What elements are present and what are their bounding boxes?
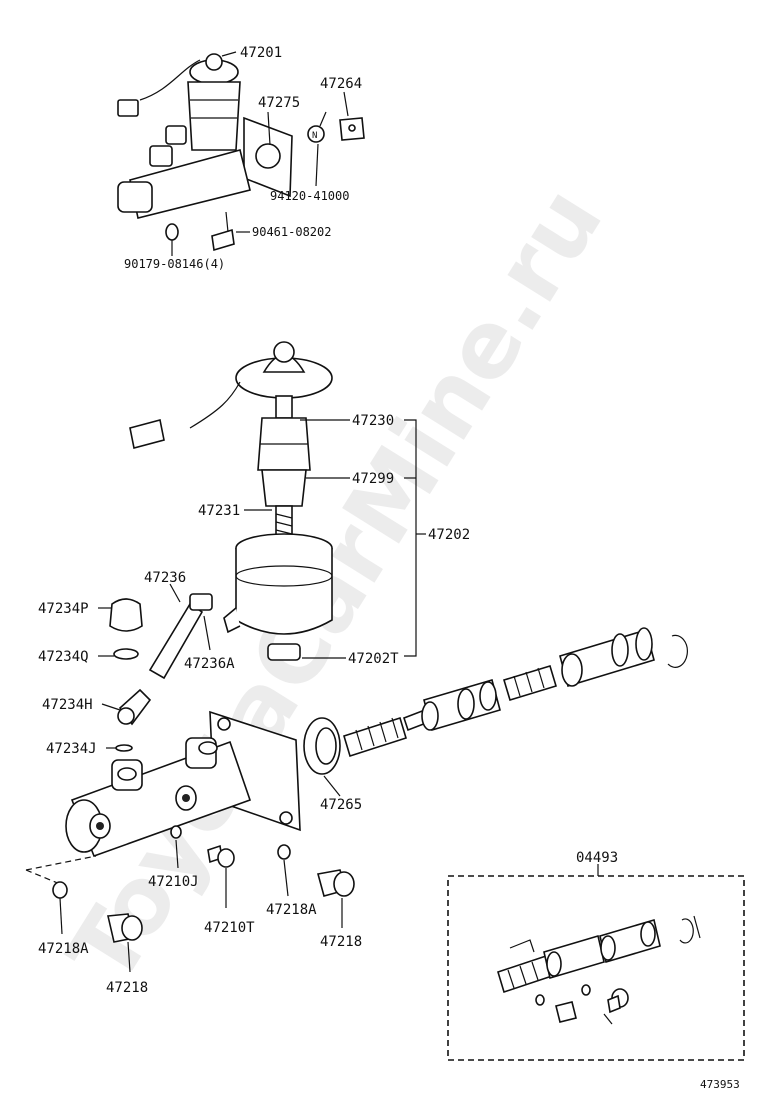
master-cylinder-body [25, 710, 301, 885]
label-47202: 47202 [428, 527, 470, 543]
label-47236A: 47236A [184, 656, 235, 672]
label-47275: 47275 [258, 95, 300, 111]
label-47201: 47201 [240, 45, 282, 61]
label-47264: 47264 [320, 76, 362, 92]
piston-assembly [303, 627, 688, 775]
label-04493: 04493 [576, 850, 618, 866]
svg-text:N: N [312, 131, 317, 141]
label-47234H: 47234H [42, 697, 93, 713]
label-47234J: 47234J [46, 741, 97, 757]
label-90461-08202: 90461-08202 [252, 225, 331, 239]
label-90179-08146: 90179-08146(4) [124, 257, 225, 271]
bottom-parts [52, 825, 355, 943]
label-47218A-mid: 47218A [266, 902, 317, 918]
hose-parts [109, 593, 213, 752]
label-47234P: 47234P [38, 601, 89, 617]
label-47231: 47231 [198, 503, 240, 519]
label-47230: 47230 [352, 413, 394, 429]
label-94120-41000: 94120-41000 [270, 189, 349, 203]
reservoir-assembly [129, 341, 333, 661]
top-assembly: N [117, 53, 365, 252]
label-47234Q: 47234Q [38, 649, 89, 665]
diagram-code: 473953 [700, 1078, 740, 1091]
label-47265: 47265 [320, 797, 362, 813]
label-47218-mid: 47218 [320, 934, 362, 950]
label-47236: 47236 [144, 570, 186, 586]
repair-kit-04493 [447, 864, 745, 1061]
label-47218-left: 47218 [106, 980, 148, 996]
label-47202T: 47202T [348, 651, 399, 667]
label-47299: 47299 [352, 471, 394, 487]
label-47210J: 47210J [148, 874, 199, 890]
label-47210T: 47210T [204, 920, 255, 936]
label-47218A-left: 47218A [38, 941, 89, 957]
